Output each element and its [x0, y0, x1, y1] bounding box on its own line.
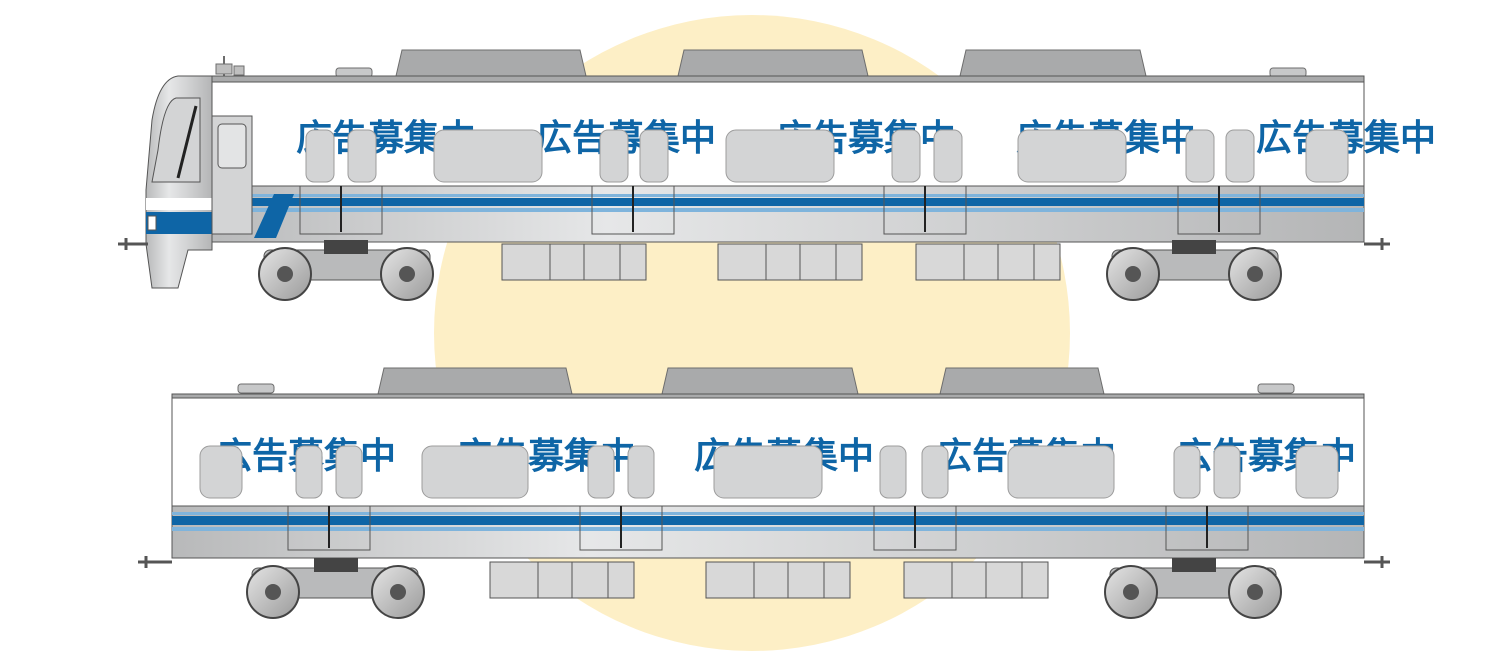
intermediate-car: 広告募集中 広告募集中 広告募集中 広告募集中 広告募集中: [138, 367, 1390, 619]
bogie: [246, 558, 425, 619]
bogie: [1106, 240, 1282, 301]
underfloor-equipment: [489, 561, 1049, 599]
roof-equipment: [237, 367, 1295, 395]
underfloor-equipment: [501, 243, 1061, 281]
lead-car: 広告募集中 広告募集中 広告募集中 広告募集中 広告募集中: [118, 49, 1436, 301]
roof-equipment: [215, 49, 1307, 78]
bogie: [1104, 558, 1282, 619]
bogie: [258, 240, 434, 301]
